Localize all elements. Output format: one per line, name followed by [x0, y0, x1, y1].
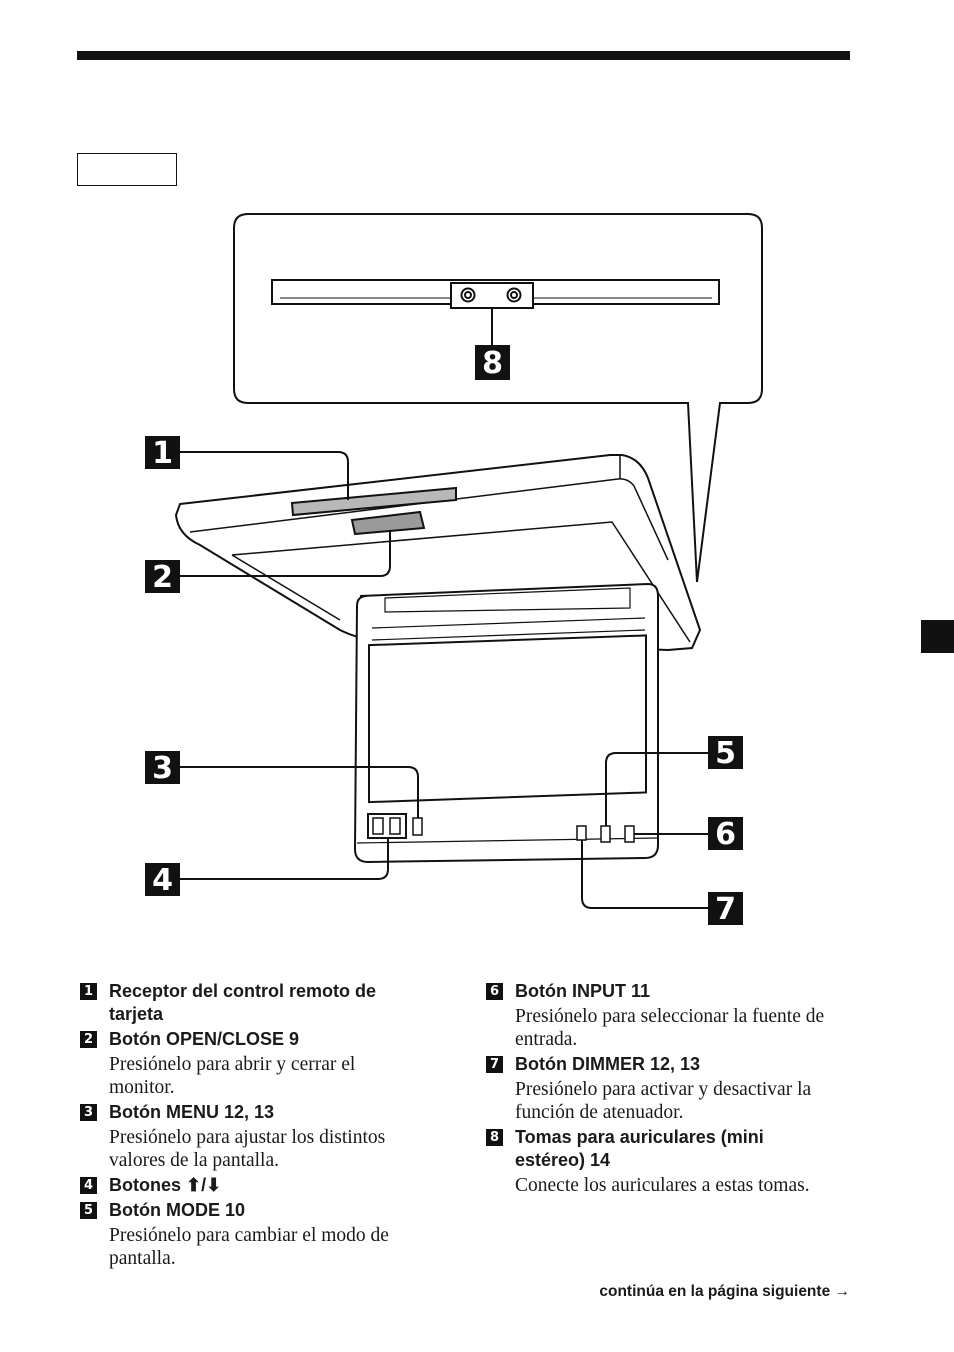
- item-description: Presiónelo para abrir y cerrar el monito…: [109, 1054, 356, 1098]
- item-number: 6: [486, 983, 503, 1000]
- item-number: 2: [80, 1031, 97, 1048]
- item-description: Presiónelo para seleccionar la fuente de…: [515, 1006, 825, 1050]
- item-number: 1: [80, 983, 97, 1000]
- item-title: Receptor del control remoto de tarjeta: [109, 981, 377, 1024]
- item-description: Presiónelo para ajustar los distintos va…: [109, 1127, 386, 1171]
- marker-1: [145, 436, 180, 469]
- screen: [368, 634, 647, 804]
- list-item: 6 Botón INPUT 11 Presiónelo para selecci…: [486, 980, 831, 1051]
- item-title: Botón MODE 10: [109, 1200, 246, 1220]
- item-title: Botones ⬆/⬇: [109, 1175, 222, 1195]
- marker-5: [708, 736, 743, 769]
- menu-button: [412, 817, 423, 836]
- callout-bubble: [233, 213, 763, 583]
- item-title: Botón INPUT 11: [515, 981, 651, 1001]
- section-label-box: [77, 153, 177, 186]
- jack-left-icon: [460, 287, 476, 303]
- list-item: 3 Botón MENU 12, 13 Presiónelo para ajus…: [80, 1101, 425, 1172]
- input-button: [624, 825, 635, 843]
- item-title: Botón OPEN/CLOSE 9: [109, 1029, 300, 1049]
- marker-8: [475, 345, 510, 380]
- marker-4-label: 4: [152, 863, 173, 898]
- monitor-diagram: 1 2 3 4 5 6 7 8: [145, 213, 763, 927]
- marker-5-label: 5: [715, 736, 736, 771]
- list-item: 1 Receptor del control remoto de tarjeta: [80, 980, 425, 1026]
- list-item: 7 Botón DIMMER 12, 13 Presiónelo para ac…: [486, 1053, 831, 1124]
- top-rule: [77, 51, 850, 60]
- marker-4: [145, 863, 180, 896]
- marker-3: [145, 751, 180, 784]
- marker-2: [145, 560, 180, 593]
- item-title: Botón DIMMER 12, 13: [515, 1054, 701, 1074]
- items-left-column: 1 Receptor del control remoto de tarjeta…: [80, 980, 425, 1272]
- marker-7-label: 7: [715, 892, 736, 927]
- item-title: Tomas para auriculares (mini estéreo) 14: [515, 1127, 764, 1170]
- mode-button: [600, 825, 611, 843]
- marker-8-label: 8: [482, 346, 503, 381]
- items-right-column: 6 Botón INPUT 11 Presiónelo para selecci…: [486, 980, 831, 1199]
- marker-6: [708, 817, 743, 850]
- open-close-button: [350, 510, 426, 536]
- item-title: Botón MENU 12, 13: [109, 1102, 275, 1122]
- list-item: 4 Botones ⬆/⬇: [80, 1174, 425, 1197]
- marker-1-label: 1: [152, 436, 173, 471]
- item-number: 7: [486, 1056, 503, 1073]
- jack-right-icon: [506, 287, 522, 303]
- list-item: 5 Botón MODE 10 Presiónelo para cambiar …: [80, 1199, 425, 1270]
- item-number: 8: [486, 1129, 503, 1146]
- marker-6-label: 6: [715, 817, 736, 852]
- item-number: 5: [80, 1202, 97, 1219]
- item-number: 3: [80, 1104, 97, 1121]
- continued-footer: continúa en la página siguiente →: [599, 1283, 850, 1300]
- dimmer-button: [576, 825, 587, 841]
- list-item: 8 Tomas para auriculares (mini estéreo) …: [486, 1126, 831, 1197]
- item-number: 4: [80, 1177, 97, 1194]
- list-item: 2 Botón OPEN/CLOSE 9 Presiónelo para abr…: [80, 1028, 425, 1099]
- marker-2-label: 2: [152, 560, 173, 595]
- marker-7: [708, 892, 743, 925]
- side-thumb-tab: [921, 620, 954, 653]
- item-description: Conecte los auriculares a estas tomas.: [515, 1175, 810, 1196]
- remote-receiver-strip: [290, 486, 457, 517]
- marker-3-label: 3: [152, 751, 173, 786]
- item-description: Presiónelo para cambiar el modo de panta…: [109, 1225, 389, 1269]
- item-description: Presiónelo para activar y desactivar la …: [515, 1079, 812, 1123]
